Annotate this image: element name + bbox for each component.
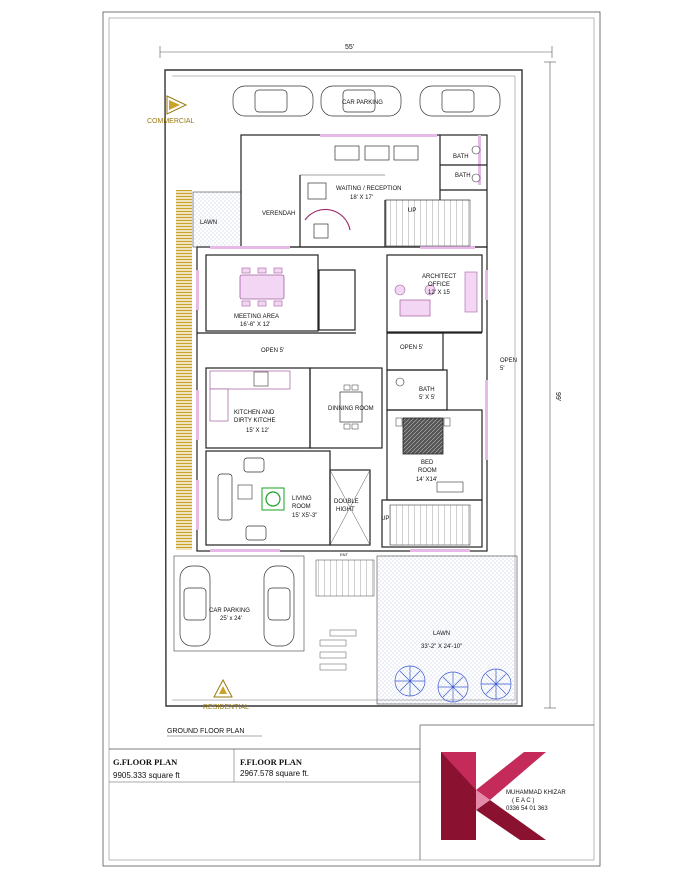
bed-label: BED [421, 460, 434, 466]
eac-logo: MUHAMMAD KHIZAR ( E A C ) 0336 54 01 363 [441, 752, 566, 840]
side-lawn [192, 191, 242, 248]
car-parking-top-label: CAR PARKING [342, 100, 383, 106]
kitchen-counter [209, 370, 291, 422]
kitchen-size: 15' X 12' [246, 428, 269, 434]
meeting-size: 16'-6" X 12' [240, 322, 270, 328]
staircase-lower [389, 504, 471, 546]
meeting-label: MEETING AREA [234, 314, 279, 320]
f-floor-title: F.FLOOR PLAN [240, 757, 303, 767]
architect-label-2: OFFICE [428, 282, 450, 288]
architect-furniture [394, 271, 478, 317]
commercial-marker: COMMERCIAL [147, 95, 195, 125]
g-floor-area: 9905.333 square ft [113, 771, 180, 780]
meeting-table [239, 267, 285, 307]
double-label-2: HIGHT [336, 507, 355, 513]
waiting-sofas [304, 145, 419, 239]
car-parking-bottom [173, 555, 305, 652]
logo-name: MUHAMMAD KHIZAR [506, 790, 566, 796]
stepping-stones [319, 629, 357, 671]
sheet-border-outer [102, 11, 601, 867]
bottom-lawn [376, 555, 518, 705]
bath-fixtures-top [471, 145, 481, 183]
open-right-size: 5' [500, 366, 504, 372]
car-icon [263, 565, 295, 647]
dimension-height-label: 99' [554, 392, 561, 401]
residential-label: RESIDENTIAL [203, 704, 249, 711]
double-label: DOUBLE [334, 499, 359, 505]
dinning-label: DINNING ROOM [328, 406, 374, 412]
bath2-label: BATH [455, 173, 471, 179]
entrance-steps [315, 559, 375, 597]
sheet-border-inner [108, 17, 595, 861]
car-parking-top: CAR PARKING [232, 85, 501, 117]
up-label-lower: UP [381, 516, 389, 522]
architect-label: ARCHITECT [422, 274, 457, 280]
f-floor-area: 2967.578 square ft. [240, 769, 309, 778]
verendah-label: VERENDAH [262, 211, 295, 217]
open-mid-label: OPEN 5' [400, 345, 423, 351]
up-label-upper: UP [408, 208, 416, 214]
tree-icons [394, 665, 512, 703]
bed-furniture [395, 417, 464, 493]
open-right-label: OPEN [500, 358, 517, 364]
architect-size: 12' X 15 [428, 290, 450, 296]
car-parking-bottom-size: 25' x 24' [220, 616, 242, 622]
dining-table [339, 384, 363, 430]
bed-label-2: ROOM [418, 468, 437, 474]
toilet-icon [395, 377, 405, 387]
plot-boundary [164, 69, 523, 707]
bath1-label: BATH [453, 154, 469, 160]
dimension-width: 55' [159, 44, 553, 58]
residential-marker: RESIDENTIAL [203, 678, 249, 711]
g-floor-title: G.FLOOR PLAN [113, 757, 178, 767]
car-icon [232, 85, 314, 117]
kitchen-label: KITCHEN AND [234, 410, 275, 416]
side-lawn-label: LAWN [200, 220, 217, 226]
commercial-label: COMMERCIAL [147, 118, 195, 125]
bottom-lawn-size: 33'-2" X 24'-10" [421, 644, 462, 650]
plan-title: GROUND FLOOR PLAN [167, 728, 244, 735]
dimension-width-label: 55' [345, 44, 354, 51]
car-icon [179, 565, 211, 647]
car-parking-bottom-label: CAR PARKING [209, 608, 250, 614]
waiting-label: WAITING / RECEPTION [336, 186, 401, 192]
building-walls [196, 134, 488, 552]
entry-label: ENT [340, 552, 349, 557]
open-left-label: OPEN 5' [261, 348, 284, 354]
plant-icon [265, 491, 281, 507]
living-size: 15' X5'-3" [292, 513, 317, 519]
car-icon [320, 85, 402, 117]
living-label: LIVING [292, 496, 312, 502]
staircase-upper [385, 199, 471, 247]
car-icon [419, 85, 501, 117]
logo-phone: 0336 54 01 363 [506, 806, 548, 812]
bottom-lawn-label: LAWN [433, 631, 450, 637]
bath3-label: BATH [419, 387, 435, 393]
kitchen-label-2: DIRTY KITCHE [234, 418, 275, 424]
living-label-2: ROOM [292, 504, 311, 510]
plot-boundary-inner [172, 75, 516, 701]
bath3-size: 5' X 5' [419, 395, 435, 401]
logo-sub: ( E A C ) [512, 798, 534, 804]
waiting-size: 18' X 17' [350, 195, 373, 201]
dimension-height: 99' [544, 61, 561, 709]
bed-size: 14' X14' [416, 477, 437, 483]
railing [176, 190, 192, 550]
info-block: G.FLOOR PLAN 9905.333 square ft F.FLOOR … [109, 724, 594, 860]
living-furniture [217, 457, 285, 541]
